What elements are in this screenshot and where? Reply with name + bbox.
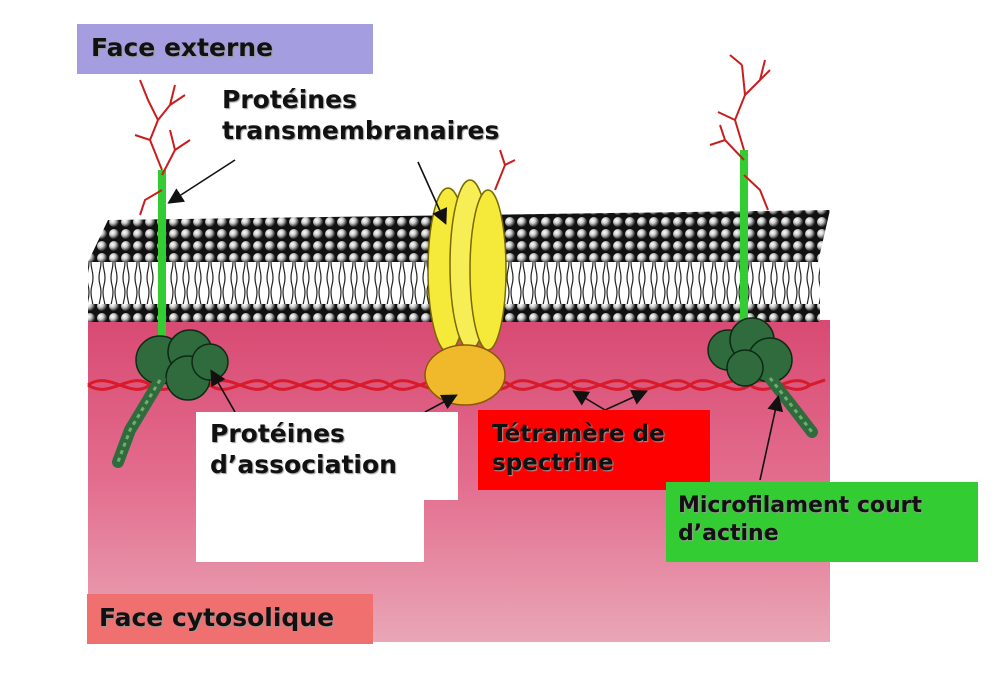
actin-microfilament-label: Microfilament court d’actine xyxy=(666,482,978,562)
face-cytosolique-label: Face cytosolique xyxy=(87,594,373,644)
association-complex-left xyxy=(112,329,229,468)
band3-transmembrane-protein xyxy=(427,149,516,353)
association-label-box xyxy=(196,412,458,500)
spectrin-label-line2: spectrine xyxy=(492,449,614,476)
association-complex-right xyxy=(707,317,818,438)
transmembrane-proteins-label: Protéines transmembranaires xyxy=(222,84,499,147)
central-association-protein xyxy=(424,344,506,406)
spectrin-label-line1: Tétramère de xyxy=(492,421,665,447)
association-proteins-label: Protéines d’association xyxy=(196,418,458,481)
transmembrane-protein-left xyxy=(134,79,191,340)
microfilament-label-line1: Microfilament court xyxy=(678,493,922,518)
spectrin-tetramer-label: Tétramère de spectrine xyxy=(478,410,710,490)
association-label-line1: Protéines xyxy=(210,419,345,448)
association-label-box-lower xyxy=(196,500,424,562)
transmembrane-label-line1: Protéines xyxy=(222,85,357,114)
transmembrane-label-line2: transmembranaires xyxy=(222,116,500,146)
microfilament-label-line2: d’actine xyxy=(678,520,779,546)
face-externe-label: Face externe xyxy=(77,24,373,74)
leader-arrows xyxy=(167,159,784,481)
association-label-line2: d’association xyxy=(210,450,397,480)
transmembrane-protein-right xyxy=(709,54,771,335)
